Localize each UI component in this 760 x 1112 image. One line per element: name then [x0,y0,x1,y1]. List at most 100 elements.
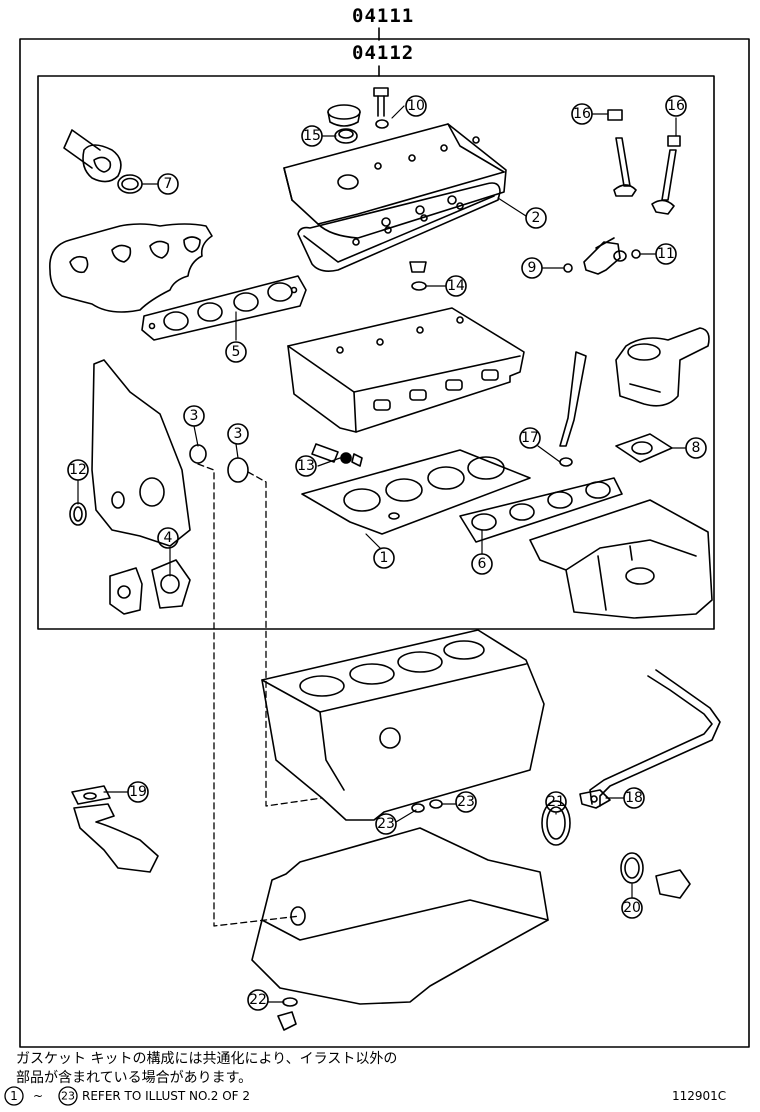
svg-text:11: 11 [657,246,675,262]
ref-tilde: ~ [33,1089,44,1103]
part-10-bolt-seal [375,119,389,129]
ref-text: REFER TO ILLUST NO.2 OF 2 [82,1089,250,1103]
callout-12: 12 [67,459,89,481]
svg-text:23: 23 [61,1090,75,1103]
part-13-plug [311,443,363,467]
callout-13: 13 [295,455,317,477]
inner-kit-code: 04112 [352,42,415,64]
callout-11: 11 [655,243,677,265]
outer-kit-frame [19,38,750,1048]
oil-dipstick-tube [589,669,721,807]
part-7-gasket [117,174,143,194]
svg-text:21: 21 [547,794,565,810]
svg-text:2: 2 [532,210,541,226]
kit-note-line-1: ガスケット キットの構成には共通化により、イラスト以外の [16,1051,398,1067]
exhaust-pipe [63,129,122,183]
callout-21: 21 [545,791,567,813]
callout-3b: 3 [227,423,249,445]
svg-text:23: 23 [377,816,395,832]
part-20-front-oil-seal [620,852,644,884]
oil-pressure-switch [655,869,691,899]
svg-text:14: 14 [447,278,465,294]
part-3-oring-small [189,444,207,464]
outer-kit-code: 04111 [352,5,415,27]
part-14-plug-gasket [409,261,427,291]
intake-manifold [529,499,713,619]
part-3-oring-large [227,457,249,483]
callout-6: 6 [471,553,493,575]
part-6-intake-manifold-gasket [459,477,623,543]
part-9-gasket [563,263,573,273]
callout-15: 15 [301,125,323,147]
part-15-cap-gasket [334,128,358,144]
svg-text:20: 20 [623,900,641,916]
svg-text:5: 5 [232,344,241,360]
exhaust-valve [651,149,677,215]
part-2-head-cover-gasket [297,182,501,272]
callout-22: 22 [247,989,269,1011]
svg-text:8: 8 [692,440,701,456]
ref-end-circle: 23 [58,1086,78,1106]
part-12-oil-seal [69,502,87,526]
svg-text:1: 1 [10,1089,18,1103]
water-inlet-housing [615,327,710,407]
callout-18: 18 [623,787,645,809]
oil-filler-cap [327,104,361,127]
callout-5: 5 [225,341,247,363]
svg-text:9: 9 [528,260,537,276]
svg-text:6: 6 [478,556,487,572]
exhaust-manifold [49,223,213,313]
svg-text:23: 23 [457,794,475,810]
callout-1: 1 [373,547,395,569]
callout-10: 10 [405,95,427,117]
svg-text:13: 13 [297,458,315,474]
svg-text:12: 12 [69,462,87,478]
water-outlet-fitting [583,237,627,275]
head-cover-bolt [373,87,389,117]
svg-text:3: 3 [234,426,243,442]
illustration-id: 112901C [672,1089,727,1103]
svg-text:16: 16 [667,98,685,114]
svg-text:7: 7 [164,176,173,192]
part-19-gasket [71,785,111,805]
part-8-gasket [615,433,673,463]
ref-start-circle: 1 [4,1086,24,1106]
cylinder-head [287,307,525,433]
part-22-drain-gasket [277,997,298,1031]
svg-text:19: 19 [129,784,147,800]
callout-9: 9 [521,257,543,279]
callout-8: 8 [685,437,707,459]
part-11-gasket [631,249,641,259]
oil-pan [251,827,549,1005]
callout-4: 4 [157,527,179,549]
svg-text:15: 15 [303,128,321,144]
svg-text:18: 18 [625,790,643,806]
callout-7: 7 [157,173,179,195]
intake-valve [613,137,637,197]
oil-dipstick-guide [559,351,587,447]
callout-23a: 23 [375,813,397,835]
part-17-oring [559,457,573,467]
part-18-gasket [579,789,611,809]
inner-kit-frame [37,75,715,630]
svg-text:1: 1 [380,550,389,566]
water-pump [109,567,143,615]
callout-16a: 16 [571,103,593,125]
callout-16b: 16 [665,95,687,117]
part-16-valve-stem-seal [607,109,681,147]
callout-20: 20 [621,897,643,919]
oil-strainer [73,803,159,873]
callout-19: 19 [127,781,149,803]
cylinder-block [261,629,545,821]
callout-14: 14 [445,275,467,297]
cylinder-head-cover [283,123,507,239]
svg-text:22: 22 [249,992,267,1008]
timing-chain-cover [91,359,191,547]
part-5-exhaust-manifold-gasket [141,275,307,341]
oring-lead-lines [197,463,323,927]
callout-leader-lines [77,105,687,1003]
svg-text:16: 16 [573,106,591,122]
kit-note-line-2: 部品が含まれている場合があります。 [16,1070,253,1086]
part-1-cylinder-head-gasket [301,449,531,535]
